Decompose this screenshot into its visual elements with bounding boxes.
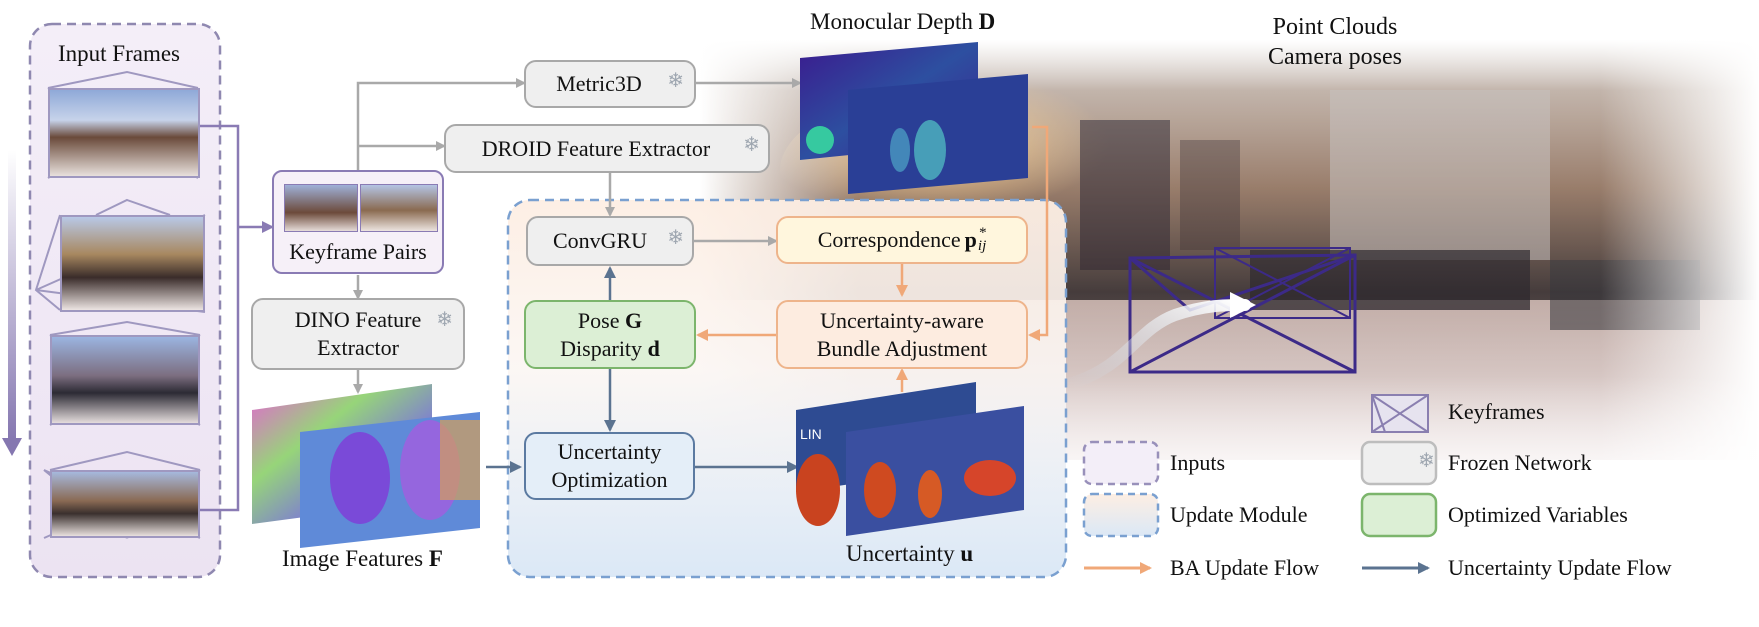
uncertainty-opt-line2: Optimization [551, 467, 668, 492]
convgru-label: ConvGRU [552, 228, 648, 253]
point-clouds-line1: Point Clouds [1272, 14, 1398, 40]
camera-trajectory [1059, 299, 1251, 391]
metric3d-box: Metric3D ❄ [524, 60, 696, 108]
legend-frozen-network: Frozen Network [1448, 450, 1592, 475]
droid-label: DROID Feature Extractor [481, 135, 711, 161]
ba-line2: Bundle Adjustment [816, 335, 988, 361]
legend-uncertainty-update-flow: Uncertainty Update Flow [1448, 555, 1672, 580]
uncertainty-opt-line1: Uncertainty [557, 439, 662, 464]
input-frame-4 [50, 470, 200, 538]
image-features-symbol: F [428, 546, 443, 571]
pose-symbol: G [624, 307, 643, 333]
uncertainty-label: Uncertainty [846, 541, 961, 566]
image-features-caption: Image Features F [282, 545, 443, 573]
legend-update-module: Update Module [1170, 502, 1308, 527]
correspondence-label: Correspondence [817, 227, 961, 252]
monocular-depth-symbol: D [978, 9, 996, 34]
legend-graphics [1082, 394, 1438, 574]
monocular-depth-maps [800, 42, 1028, 194]
pose-disparity-box: Pose G Disparity d [524, 300, 696, 369]
snowflake-icon: ❄ [436, 307, 453, 331]
snowflake-icon: ❄ [667, 225, 684, 249]
dino-line1: DINO Feature [294, 307, 422, 332]
uncertainty-caption: Uncertainty u [846, 540, 973, 568]
snowflake-icon: ❄ [1418, 448, 1435, 472]
correspondence-symbol: p [964, 227, 977, 252]
metric3d-label: Metric3D [556, 71, 642, 96]
snowflake-icon: ❄ [667, 68, 684, 92]
monocular-depth-caption: Monocular Depth D [810, 8, 995, 36]
keyframe-pairs-box: Keyframe Pairs [272, 170, 444, 274]
correspondence-sub: ij [977, 238, 987, 254]
keyframe-thumb-2 [360, 184, 438, 232]
dino-line2: Extractor [317, 335, 399, 360]
snowflake-icon: ❄ [743, 132, 760, 156]
convgru-box: ConvGRU ❄ [526, 216, 694, 266]
keyframe-thumb-1 [284, 184, 358, 232]
image-feature-maps [252, 384, 480, 548]
ba-line1: Uncertainty-aware [820, 307, 984, 333]
input-frame-2 [60, 215, 205, 312]
point-clouds-caption: Point Clouds Camera poses [1240, 12, 1430, 72]
legend-optimized-variables: Optimized Variables [1448, 502, 1628, 527]
image-features-label: Image Features [282, 546, 429, 571]
uncertainty-symbol: u [960, 541, 974, 566]
legend-inputs: Inputs [1170, 450, 1225, 475]
uncertainty-map-overlay-text: LIN [800, 426, 822, 442]
disparity-label: Disparity [560, 335, 648, 361]
legend-ba-update-flow: BA Update Flow [1170, 555, 1320, 580]
input-frame-1 [48, 88, 200, 178]
input-frame-3 [50, 335, 200, 425]
keyframe-pairs-label: Keyframe Pairs [289, 239, 427, 264]
legend-keyframes: Keyframes [1448, 399, 1545, 424]
disparity-symbol: d [647, 335, 660, 361]
point-clouds-line2: Camera poses [1268, 44, 1402, 70]
droid-feature-extractor-box: DROID Feature Extractor ❄ [444, 124, 770, 173]
monocular-depth-label: Monocular Depth [810, 9, 979, 34]
correspondence-sup: * [978, 225, 986, 241]
uncertainty-maps [796, 382, 1024, 536]
correspondence-scripts: * ij [977, 225, 987, 254]
pose-label: Pose [577, 307, 625, 333]
time-arrow [2, 150, 22, 456]
input-frames-title: Input Frames [58, 41, 181, 66]
correspondence-box: Correspondence p * ij [776, 216, 1028, 264]
